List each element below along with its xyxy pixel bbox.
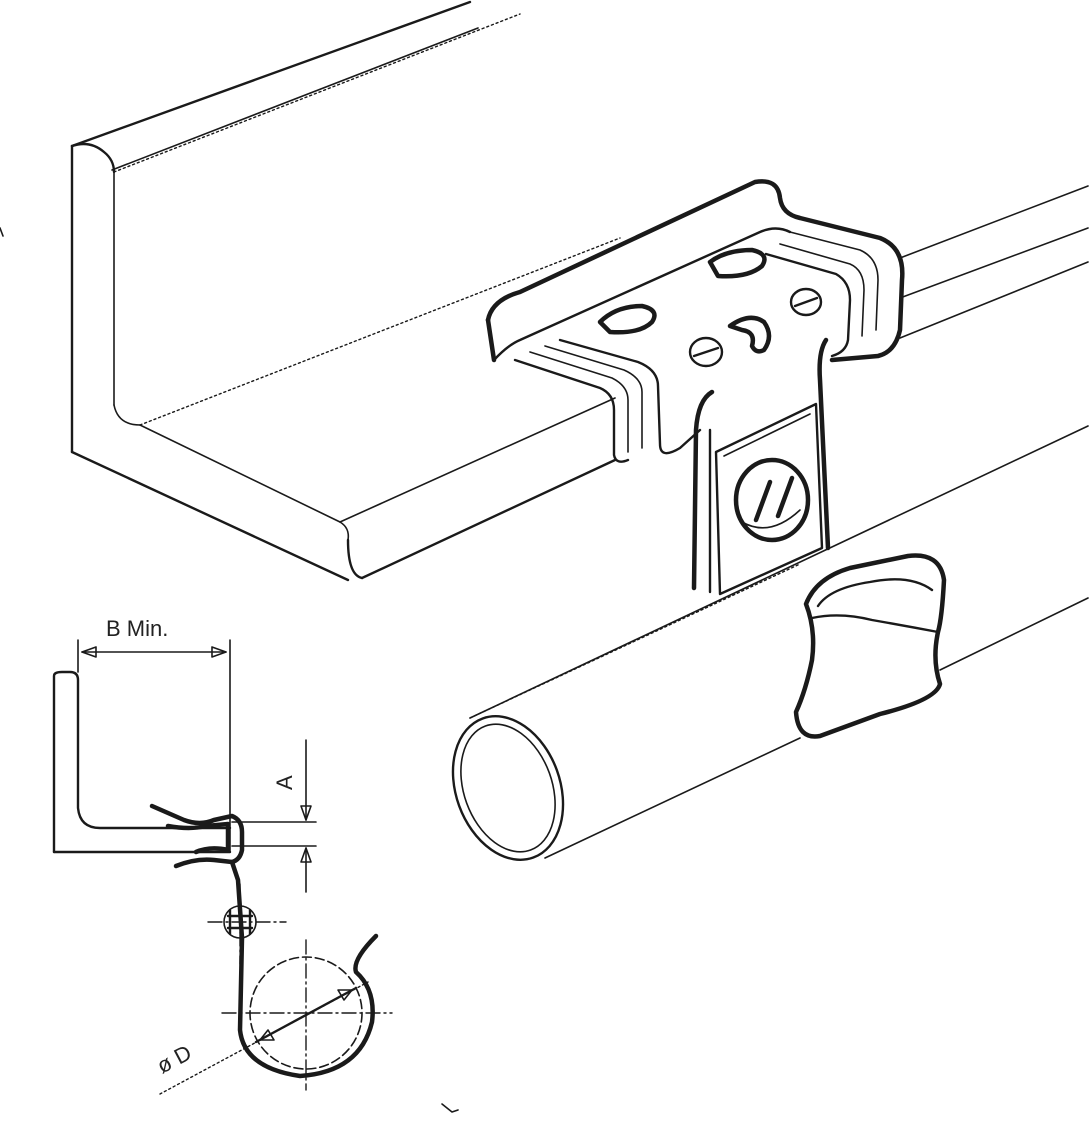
section-detail: B Min. ø D A (52, 616, 393, 1095)
pipe (451, 425, 1089, 861)
spring-clip (485, 179, 905, 596)
angle-iron-beam (70, 0, 1089, 582)
dimension-label-diameter: ø D (153, 1040, 196, 1079)
dimension-label-b-min: B Min. (106, 616, 168, 641)
dimension-label-a: A (272, 775, 297, 790)
stray-marks (0, 227, 459, 1113)
